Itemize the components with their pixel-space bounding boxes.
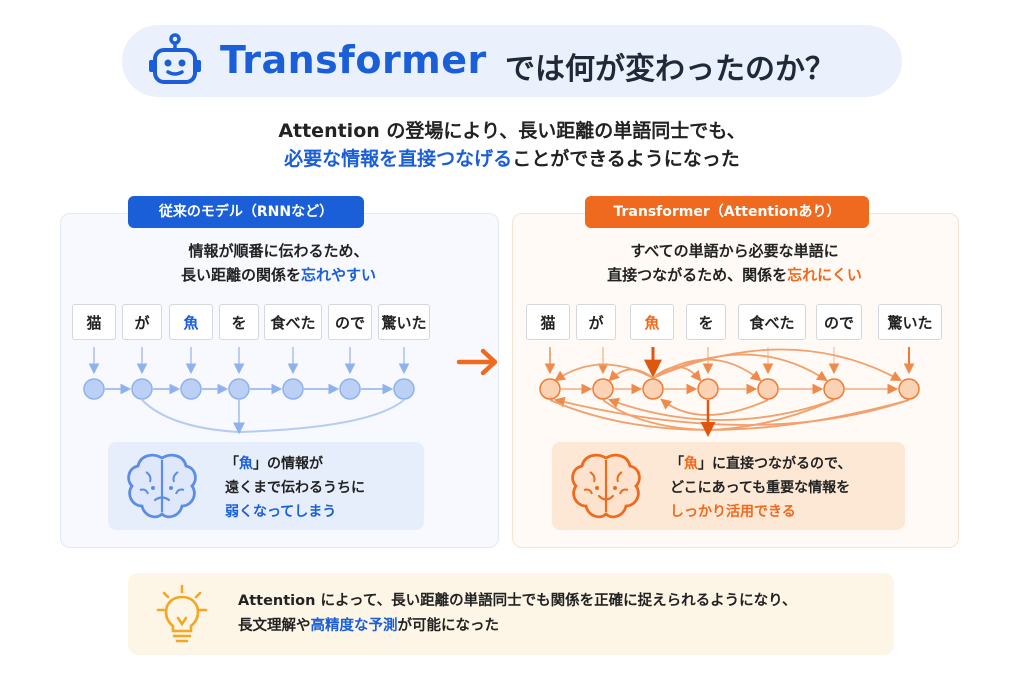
transformer-word-1: が <box>576 304 616 340</box>
sad-brain-icon <box>127 453 197 519</box>
happy-brain-icon <box>571 453 641 519</box>
transformer-word-0: 猫 <box>526 304 570 340</box>
transformer-info-text: 「魚」に直接つながるので、 どこにあっても重要な情報を しっかり活用できる <box>670 452 851 524</box>
conclusion-text: Attention によって、長い距離の単語同士でも関係を正確に捉えられるように… <box>238 589 797 639</box>
transformer-label: Transformer（Attentionあり） <box>585 196 869 228</box>
transformer-word-2: 魚 <box>630 304 674 340</box>
transformer-desc-line-1: すべての単語から必要な単語に <box>630 242 839 260</box>
transformer-info-line-1-rest: 」に直接つながるので、 <box>698 456 852 472</box>
transformer-desc-plain: 直接つながるため、関係を <box>607 266 788 284</box>
conclusion-line-2-a: 長文理解や <box>238 618 311 634</box>
rnn-info-line-1-rest: 」の情報が <box>253 456 323 472</box>
rnn-word-3: を <box>219 304 259 340</box>
rnn-info-text: 「魚」の情報が 遠くまで伝わるうちに 弱くなってしまう <box>225 452 365 524</box>
rnn-description: 情報が順番に伝わるため、 長い距離の関係を忘れやすい <box>60 239 497 287</box>
rnn-word-0: 猫 <box>72 304 116 340</box>
rnn-nodes <box>83 378 415 400</box>
transformer-info-line-1: 「魚」に直接つながるので、 <box>670 452 851 476</box>
rnn-desc-line-1: 情報が順番に伝わるため、 <box>188 242 369 260</box>
rnn-desc-line-2: 長い距離の関係を忘れやすい <box>60 263 497 287</box>
rnn-word-6: 驚いた <box>378 304 430 340</box>
conclusion-box <box>128 573 894 655</box>
rnn-word-4: 食べた <box>264 304 322 340</box>
title-transformer: Transformer <box>220 38 487 82</box>
rnn-info-line-2: 遠くまで伝わるうちに <box>225 480 365 496</box>
rnn-info-line-3: 弱くなってしまう <box>225 504 337 520</box>
subtitle-line-2: 必要な情報を直接つなげることができるようになった <box>0 144 1024 171</box>
rnn-desc-plain: 長い距離の関係を <box>180 266 301 284</box>
conclusion-line-2-b: が可能になった <box>397 618 500 634</box>
transformer-word-6: 驚いた <box>878 304 942 340</box>
rnn-word-2: 魚 <box>169 304 213 340</box>
rnn-word-1: が <box>122 304 162 340</box>
conclusion-line-1: Attention によって、長い距離の単語同士でも関係を正確に捉えられるように… <box>238 593 797 609</box>
transformer-desc-highlight: 忘れにくい <box>787 266 862 284</box>
arrow-right-icon <box>456 348 498 376</box>
transformer-word-5: ので <box>816 304 862 340</box>
transformer-nodes <box>539 378 920 400</box>
rnn-word-5: ので <box>328 304 372 340</box>
transformer-description: すべての単語から必要な単語に 直接つながるため、関係を忘れにくい <box>512 239 957 287</box>
rnn-desc-highlight: 忘れやすい <box>301 266 377 284</box>
subtitle-line-1: Attention の登場により、長い距離の単語同士でも、 <box>278 120 746 142</box>
fish-highlight: 魚 <box>684 456 698 472</box>
title-banner <box>122 25 902 97</box>
transformer-desc-line-2: 直接つながるため、関係を忘れにくい <box>512 263 957 287</box>
subtitle-line-2-rest: ことができるようになった <box>512 148 740 170</box>
rnn-input-arrows <box>88 347 410 375</box>
title-question: では何が変わったのか？ <box>505 52 835 87</box>
quote-open: 「 <box>670 456 684 472</box>
transformer-word-3: を <box>686 304 726 340</box>
conclusion-line-2: 長文理解や高精度な予測が可能になった <box>238 614 797 639</box>
transformer-word-4: 食べた <box>738 304 806 340</box>
lightbulb-icon <box>156 584 208 643</box>
rnn-fading-curves <box>141 399 405 435</box>
robot-icon <box>149 33 201 84</box>
subtitle-highlight: 必要な情報を直接つなげる <box>284 148 513 170</box>
rnn-info-line-1: 「魚」の情報が <box>225 452 365 476</box>
transformer-info-line-2: どこにあっても重要な情報を <box>670 480 851 496</box>
transformer-info-line-3: しっかり活用できる <box>670 504 796 520</box>
conclusion-highlight: 高精度な予測 <box>310 618 398 634</box>
quote-open: 「 <box>225 456 239 472</box>
fish-highlight: 魚 <box>239 456 253 472</box>
rnn-label: 従来のモデル（RNNなど） <box>128 196 364 228</box>
